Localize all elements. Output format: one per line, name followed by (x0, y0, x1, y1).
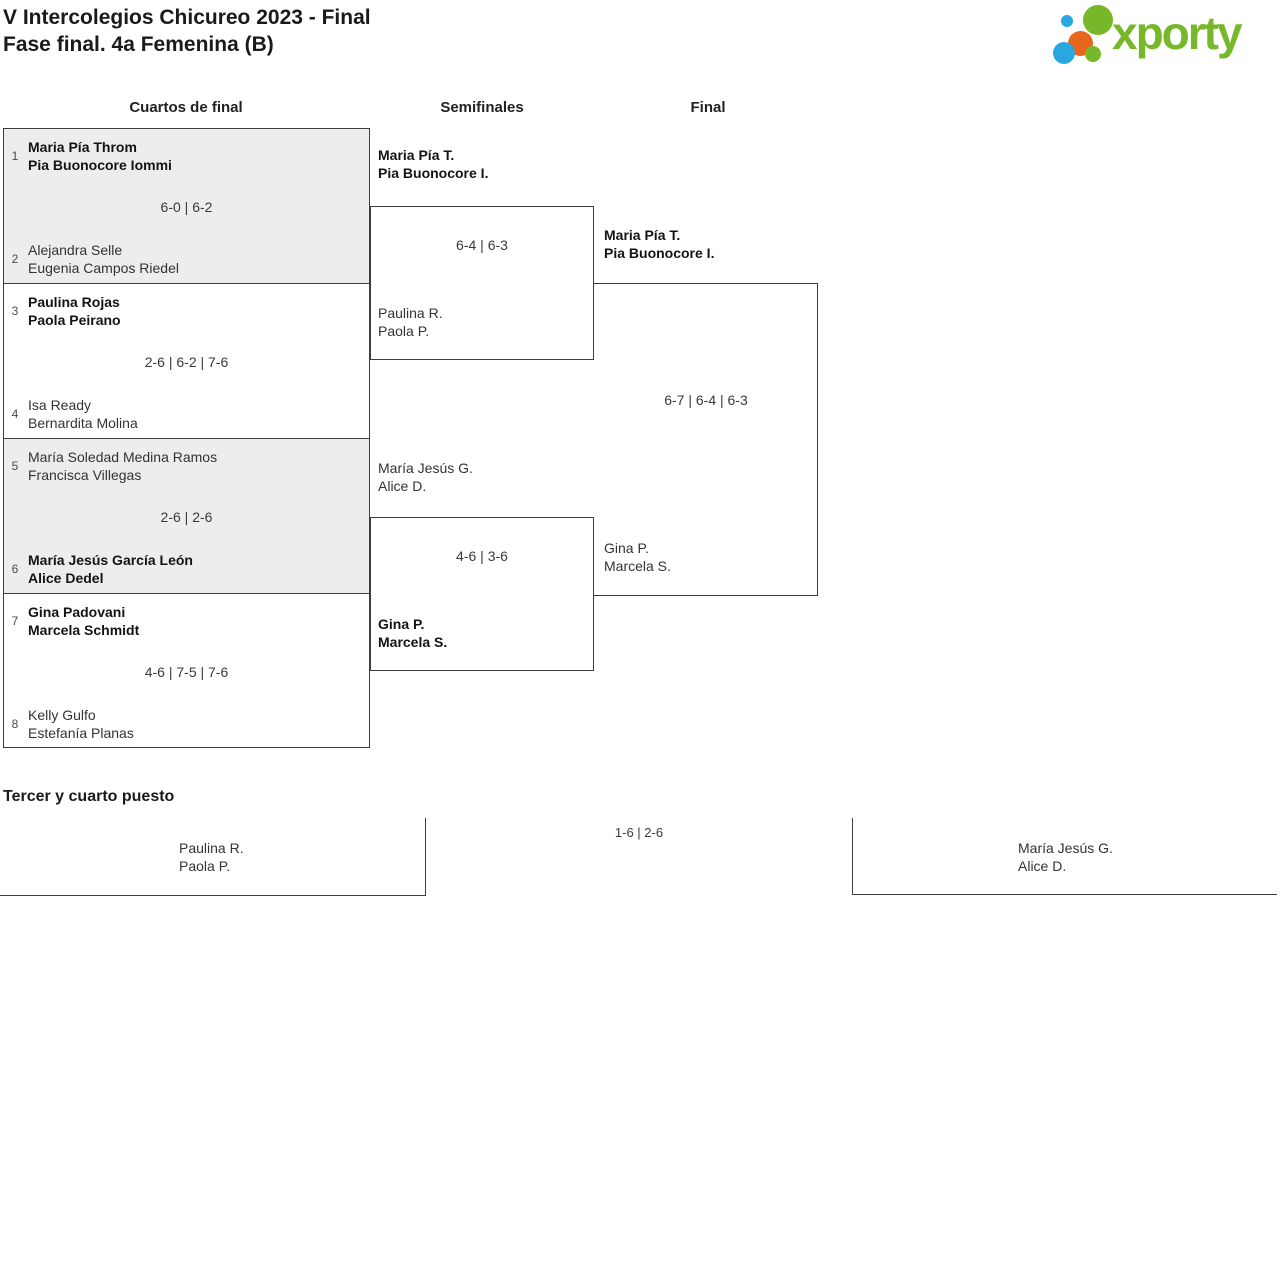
team-name-line: Gina Padovani (28, 604, 126, 620)
team-slot: 6 María Jesús García León Alice Dedel (9, 551, 193, 587)
team-name-line: Paola P. (179, 858, 231, 874)
seed-number: 8 (11, 717, 19, 731)
team-name-line: Marcela S. (378, 634, 448, 650)
match-score: 4-6 | 3-6 (456, 548, 508, 564)
seed-number: 4 (11, 407, 19, 421)
qf-match-3: 5 María Soledad Medina Ramos Francisca V… (3, 438, 370, 593)
match-score: 2-6 | 6-2 | 7-6 (144, 354, 229, 370)
team-name-line: Pia Buonocore Iommi (28, 157, 172, 173)
team-slot: 7 Gina Padovani Marcela Schmidt (9, 603, 140, 639)
team-name-line: Maria Pía T. (378, 147, 455, 163)
final-bottom-team: Gina P. Marcela S. (604, 539, 671, 575)
seed-number: 1 (11, 149, 19, 163)
third-place-heading: Tercer y cuarto puesto (3, 788, 175, 805)
team-name-line: Alice Dedel (28, 570, 104, 586)
team-slot: 5 María Soledad Medina Ramos Francisca V… (9, 448, 217, 484)
team-name-line: Alice D. (1018, 858, 1067, 874)
team-name-line: María Jesús García León (28, 552, 193, 568)
third-place-left-team: Paulina R. Paola P. (179, 839, 244, 875)
qf-match-4: 7 Gina Padovani Marcela Schmidt 4-6 | 7-… (3, 593, 370, 748)
team-slot: 8 Kelly Gulfo Estefanía Planas (9, 706, 134, 742)
team-name-line: María Soledad Medina Ramos (28, 449, 218, 465)
round-header-semifinals: Semifinales (440, 99, 524, 116)
team-name-line: Marcela S. (604, 558, 671, 574)
sf1-bottom-team: Paulina R. Paola P. (378, 304, 443, 340)
match-score: 6-7 | 6-4 | 6-3 (664, 392, 748, 408)
final-top-team: Maria Pía T. Pia Buonocore I. (604, 226, 714, 262)
team-slot: 2 Alejandra Selle Eugenia Campos Riedel (9, 241, 179, 277)
team-name-line: Maria Pía T. (604, 227, 681, 243)
sf2-bottom-team: Gina P. Marcela S. (378, 615, 447, 651)
logo-dot-blue-large-icon (1053, 42, 1075, 64)
team-name-line: Bernardita Molina (28, 415, 138, 431)
match-score: 2-6 | 2-6 (160, 509, 213, 525)
logo-wordmark: xporty (1112, 7, 1243, 59)
team-name-line: Estefanía Planas (28, 725, 134, 741)
qf-match-2: 3 Paulina Rojas Paola Peirano 2-6 | 6-2 … (3, 283, 370, 438)
sf-match-2 (370, 517, 594, 671)
team-name: Gina Padovani Marcela Schmidt (28, 603, 139, 639)
team-name-line: María Jesús G. (378, 460, 473, 476)
round-header-quarterfinals: Cuartos de final (129, 99, 243, 116)
page-subtitle: Fase final. 4a Femenina (B) (3, 33, 274, 56)
sf-match-1 (370, 206, 594, 360)
team-name: Isa Ready Bernardita Molina (28, 396, 138, 432)
third-place-right-team: María Jesús G. Alice D. (1018, 839, 1113, 875)
team-name: Maria Pía Throm Pia Buonocore Iommi (28, 138, 172, 174)
third-place-score: 1-6 | 2-6 (614, 825, 664, 840)
team-name-line: Francisca Villegas (28, 467, 142, 483)
team-name-line: Kelly Gulfo (28, 707, 96, 723)
match-score: 6-0 | 6-2 (160, 199, 213, 215)
seed-number: 3 (11, 304, 19, 318)
team-name-line: Paulina R. (378, 305, 443, 321)
team-name-line: Gina P. (378, 616, 425, 632)
team-name-line: Paola Peirano (28, 312, 121, 328)
team-name: María Jesús García León Alice Dedel (28, 551, 193, 587)
seed-number: 2 (11, 252, 19, 266)
team-name-line: Gina P. (604, 540, 649, 556)
team-name-line: Alice D. (378, 478, 427, 494)
sf2-top-team: María Jesús G. Alice D. (378, 459, 473, 495)
seed-number: 6 (11, 562, 19, 576)
team-name: María Soledad Medina Ramos Francisca Vil… (28, 448, 217, 484)
team-slot: 4 Isa Ready Bernardita Molina (9, 396, 138, 432)
team-name-line: María Jesús G. (1018, 840, 1113, 856)
match-score: 6-4 | 6-3 (456, 237, 508, 253)
team-name-line: Pia Buonocore I. (378, 165, 489, 181)
team-name-line: Marcela Schmidt (28, 622, 140, 638)
page-title: V Intercolegios Chicureo 2023 - Final (3, 6, 371, 29)
team-slot: 1 Maria Pía Throm Pia Buonocore Iommi (9, 138, 172, 174)
team-name-line: Paola P. (378, 323, 430, 339)
team-name-line: Alejandra Selle (28, 242, 123, 258)
qf-match-1: 1 Maria Pía Throm Pia Buonocore Iommi 6-… (3, 128, 370, 283)
team-name: Alejandra Selle Eugenia Campos Riedel (28, 241, 179, 277)
logo-dot-green-small-icon (1085, 46, 1101, 62)
match-score: 4-6 | 7-5 | 7-6 (144, 664, 229, 680)
team-name-line: Maria Pía Throm (28, 139, 137, 155)
team-name-line: Isa Ready (28, 397, 92, 413)
sf1-top-team: Maria Pía T. Pia Buonocore I. (378, 146, 488, 182)
team-name-line: Pia Buonocore I. (604, 245, 715, 261)
seed-number: 5 (11, 459, 19, 473)
round-header-final: Final (690, 99, 726, 116)
team-name-line: Paulina R. (179, 840, 244, 856)
team-name: Paulina Rojas Paola Peirano (28, 293, 121, 329)
third-place-left-slot (0, 818, 426, 896)
seed-number: 7 (11, 614, 19, 628)
team-name-line: Eugenia Campos Riedel (28, 260, 179, 276)
team-name: Kelly Gulfo Estefanía Planas (28, 706, 134, 742)
final-match (594, 283, 818, 596)
xporty-logo[interactable]: xporty (1048, 2, 1276, 66)
logo-dot-green-large-icon (1083, 5, 1113, 35)
team-slot: 3 Paulina Rojas Paola Peirano (9, 293, 121, 329)
logo-dot-blue-small-icon (1061, 15, 1073, 27)
team-name-line: Paulina Rojas (28, 294, 120, 310)
third-place-right-slot (852, 818, 1277, 895)
